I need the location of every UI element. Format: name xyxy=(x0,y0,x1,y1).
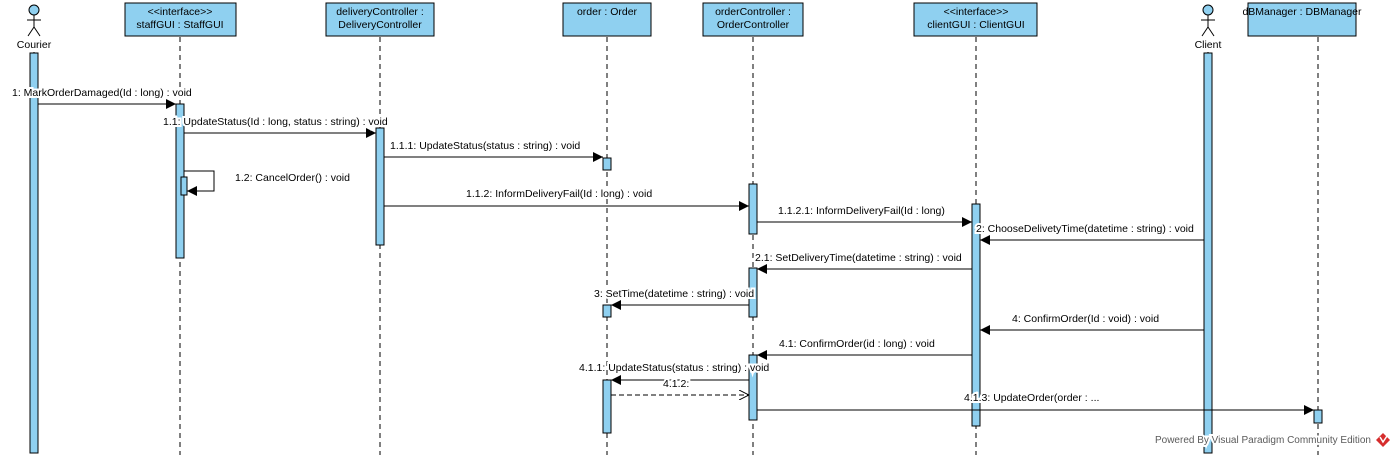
activation-bars xyxy=(29,52,1323,454)
activation-staffgui-self xyxy=(180,176,188,196)
watermark-text: Powered By Visual Paradigm Community Edi… xyxy=(1155,435,1371,446)
actor-client: Client xyxy=(1195,4,1222,51)
header-box-staffgui: <<interface>> staffGUI : StaffGUI xyxy=(124,2,237,37)
label-m41: 4.1: ConfirmOrder(id : long) : void xyxy=(779,338,935,350)
activation-courier xyxy=(29,52,39,454)
label-m12: 1.2: CancelOrder() : void xyxy=(235,172,350,184)
lifelines xyxy=(33,37,1319,455)
message-labels: 1: MarkOrderDamaged(Id : long) : void 1.… xyxy=(10,85,1196,406)
staffgui-stereotype: <<interface>> xyxy=(148,6,213,18)
actor-courier-label: Courier xyxy=(17,39,52,51)
stick-figure-icon xyxy=(1201,4,1215,37)
label-m412: 4.1.2: xyxy=(663,378,689,390)
actor-courier: Courier xyxy=(17,4,52,51)
arrow-m12 xyxy=(184,170,215,196)
label-m112: 1.1.2: InformDeliveryFail(Id : long) : v… xyxy=(466,188,652,200)
orderctl-instance: orderController : xyxy=(715,6,791,18)
activation-order-2 xyxy=(602,304,612,318)
activation-orderctl-3 xyxy=(748,354,758,421)
visual-paradigm-logo-icon xyxy=(1376,433,1390,447)
activation-orderctl-2 xyxy=(748,267,758,318)
header-box-delivery: deliveryController : DeliveryController xyxy=(325,2,435,37)
activation-client xyxy=(1203,52,1213,454)
label-m2: 2: ChooseDelivetyTime(datetime : string)… xyxy=(976,223,1194,235)
label-m21: 2.1: SetDeliveryTime(datetime : string) … xyxy=(755,252,962,264)
delivery-class: DeliveryController xyxy=(338,19,422,31)
clientgui-name: clientGUI : ClientGUI xyxy=(927,19,1024,31)
label-m11: 1.1: UpdateStatus(Id : long, status : st… xyxy=(163,116,388,128)
header-box-order: order : Order xyxy=(562,2,652,37)
dbmanager-name: dBManager : DBManager xyxy=(1242,6,1362,18)
order-name: order : Order xyxy=(577,6,638,18)
header-box-orderctl: orderController : OrderController xyxy=(702,2,804,37)
activation-dbmanager xyxy=(1313,409,1323,424)
header-box-clientgui: <<interface>> clientGUI : ClientGUI xyxy=(913,2,1038,37)
orderctl-class: OrderController xyxy=(717,19,790,31)
label-m413: 4.1.3: UpdateOrder(order : ... xyxy=(964,392,1099,404)
staffgui-name: staffGUI : StaffGUI xyxy=(136,19,223,31)
activation-delivery xyxy=(375,127,385,246)
message-lines xyxy=(38,99,1314,415)
delivery-instance: deliveryController : xyxy=(336,6,424,18)
label-m1: 1: MarkOrderDamaged(Id : long) : void xyxy=(12,87,192,99)
label-m3: 3: SetTime(datetime : string) : void xyxy=(594,288,754,300)
label-m4: 4: ConfirmOrder(Id : void) : void xyxy=(1012,313,1159,325)
stick-figure-icon xyxy=(27,4,41,37)
activation-order-3 xyxy=(602,379,612,434)
activation-orderctl-1 xyxy=(748,183,758,235)
label-m1121: 1.1.2.1: InformDeliveryFail(Id : long) xyxy=(778,205,945,217)
activation-order-1 xyxy=(602,157,612,171)
header-box-dbmanager: dBManager : DBManager xyxy=(1242,2,1362,37)
clientgui-stereotype: <<interface>> xyxy=(944,6,1009,18)
label-m111: 1.1.1: UpdateStatus(status : string) : v… xyxy=(390,140,580,152)
label-m411: 4.1.1: UpdateStatus(status : string) : v… xyxy=(579,362,769,374)
watermark: Powered By Visual Paradigm Community Edi… xyxy=(1153,433,1390,448)
activation-clientgui xyxy=(971,203,981,427)
actor-client-label: Client xyxy=(1195,39,1222,51)
